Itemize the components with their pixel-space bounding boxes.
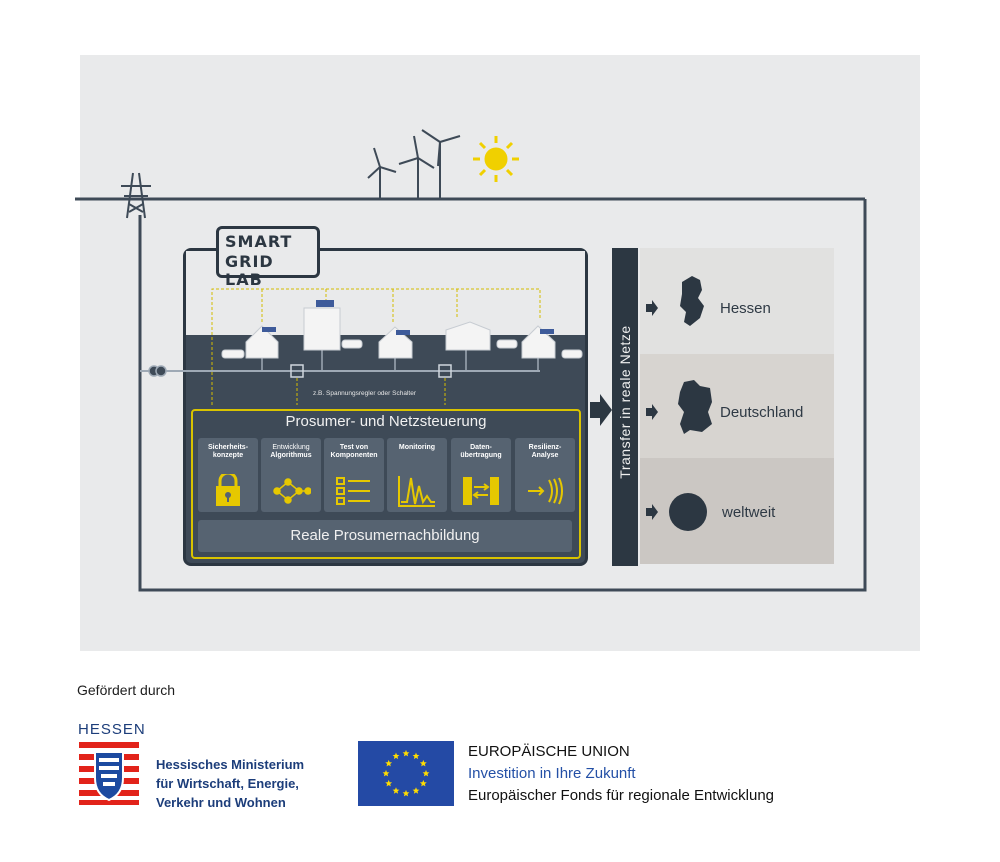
ministry-line: Verkehr und Wohnen: [156, 795, 286, 810]
logo-line2: GRID LAB: [225, 252, 274, 289]
tile-monitoring: Monitoring: [387, 438, 447, 512]
tile-line1: Resilienz-: [528, 444, 562, 451]
region-label: Deutschland: [720, 404, 804, 421]
waveform-icon: [398, 476, 435, 507]
transfer-arrow-icon: [590, 394, 612, 426]
smart-grid-lab-logo: SMART GRID LAB: [216, 226, 320, 289]
funding-label: Gefördert durch: [77, 682, 176, 698]
sun-icon: [473, 136, 519, 182]
eu-star-icon: [382, 769, 390, 777]
house-icon: [245, 307, 556, 359]
ministry-line: für Wirtschaft, Energie,: [156, 776, 299, 791]
region-germany: Deutschland: [640, 354, 834, 458]
tile-data-transfer: Daten-übertragung: [451, 438, 511, 512]
tile-line2: Komponenten: [330, 452, 378, 459]
eu-line3: Europäischer Fonds für regionale Entwick…: [468, 787, 774, 804]
eu-star-icon: [422, 769, 430, 777]
eu-star-icon: [385, 779, 393, 787]
tile-line2: konzepte: [212, 452, 244, 459]
control-lines: [211, 288, 541, 405]
resilience-icon: [528, 477, 563, 505]
ministry-text: Hessisches Ministerium für Wirtschaft, E…: [156, 755, 304, 812]
checklist-icon: [336, 477, 370, 505]
transfer-label: Transfer in reale Netze: [617, 325, 633, 479]
eu-stars: [382, 749, 430, 797]
germany-map-icon: [646, 380, 712, 434]
region-world: weltweit: [640, 458, 834, 564]
hessen-crest-icon: [79, 742, 139, 805]
tile-line2: Analyse: [531, 452, 559, 459]
eu-star-icon: [419, 779, 427, 787]
region-hessen: Hessen: [640, 248, 834, 354]
region-label: weltweit: [722, 504, 776, 521]
tile-line1: Entwicklung: [272, 444, 310, 451]
eu-star-icon: [392, 787, 400, 794]
eu-star-icon: [412, 787, 420, 794]
tile-line2: Algorithmus: [270, 452, 312, 459]
tile-resilience: Resilienz-Analyse: [515, 438, 575, 512]
eu-star-icon: [402, 789, 410, 797]
ministry-line: Hessisches Ministerium: [156, 757, 305, 772]
pylon-icon: [121, 172, 151, 219]
control-frame: [191, 409, 581, 559]
transfer-bar: Transfer in reale Netze: [612, 248, 638, 566]
padlock-icon: [216, 474, 240, 506]
eu-flag-icon: [358, 741, 454, 806]
data-transfer-icon: [463, 477, 499, 505]
regulator-box: [290, 364, 304, 378]
transformer-icon: [148, 365, 167, 377]
voltage-note: z.B. Spannungsregler oder Schalter: [313, 390, 416, 397]
tile-security: Sicherheits-konzepte: [198, 438, 258, 512]
solar-panel-icon: [262, 300, 554, 335]
eu-text: EUROPÄISCHE UNION Investition in Ihre Zu…: [468, 741, 774, 807]
eu-star-icon: [412, 752, 420, 760]
wind-turbine-icon: [367, 129, 461, 199]
eu-line1: EUROPÄISCHE UNION: [468, 743, 630, 760]
grid-loop: [138, 199, 867, 592]
eu-star-icon: [385, 759, 393, 767]
globe-icon: [646, 493, 707, 531]
tile-line2: übertragung: [460, 452, 502, 459]
control-title: Prosumer- und Netzsteuerung: [285, 413, 487, 430]
hessen-wordmark: HESSEN: [78, 721, 146, 738]
network-icon: [273, 478, 311, 504]
car-icon: [221, 339, 583, 359]
eu-star-icon: [419, 759, 427, 767]
eu-line2: Investition in Ihre Zukunft: [468, 765, 636, 782]
tile-line1: Monitoring: [398, 444, 436, 451]
eu-star-icon: [402, 749, 410, 757]
tile-line1: Test von: [339, 444, 369, 451]
region-label: Hessen: [720, 300, 771, 317]
tile-line1: Sicherheits-: [207, 444, 249, 451]
logo-line1: SMART: [225, 232, 293, 251]
switch-box: [438, 364, 452, 378]
hessen-map-icon: [646, 276, 704, 326]
eu-star-icon: [392, 752, 400, 760]
real-prosumer-bar: Reale Prosumernachbildung: [198, 520, 572, 552]
tile-line1: Daten-: [470, 444, 492, 451]
